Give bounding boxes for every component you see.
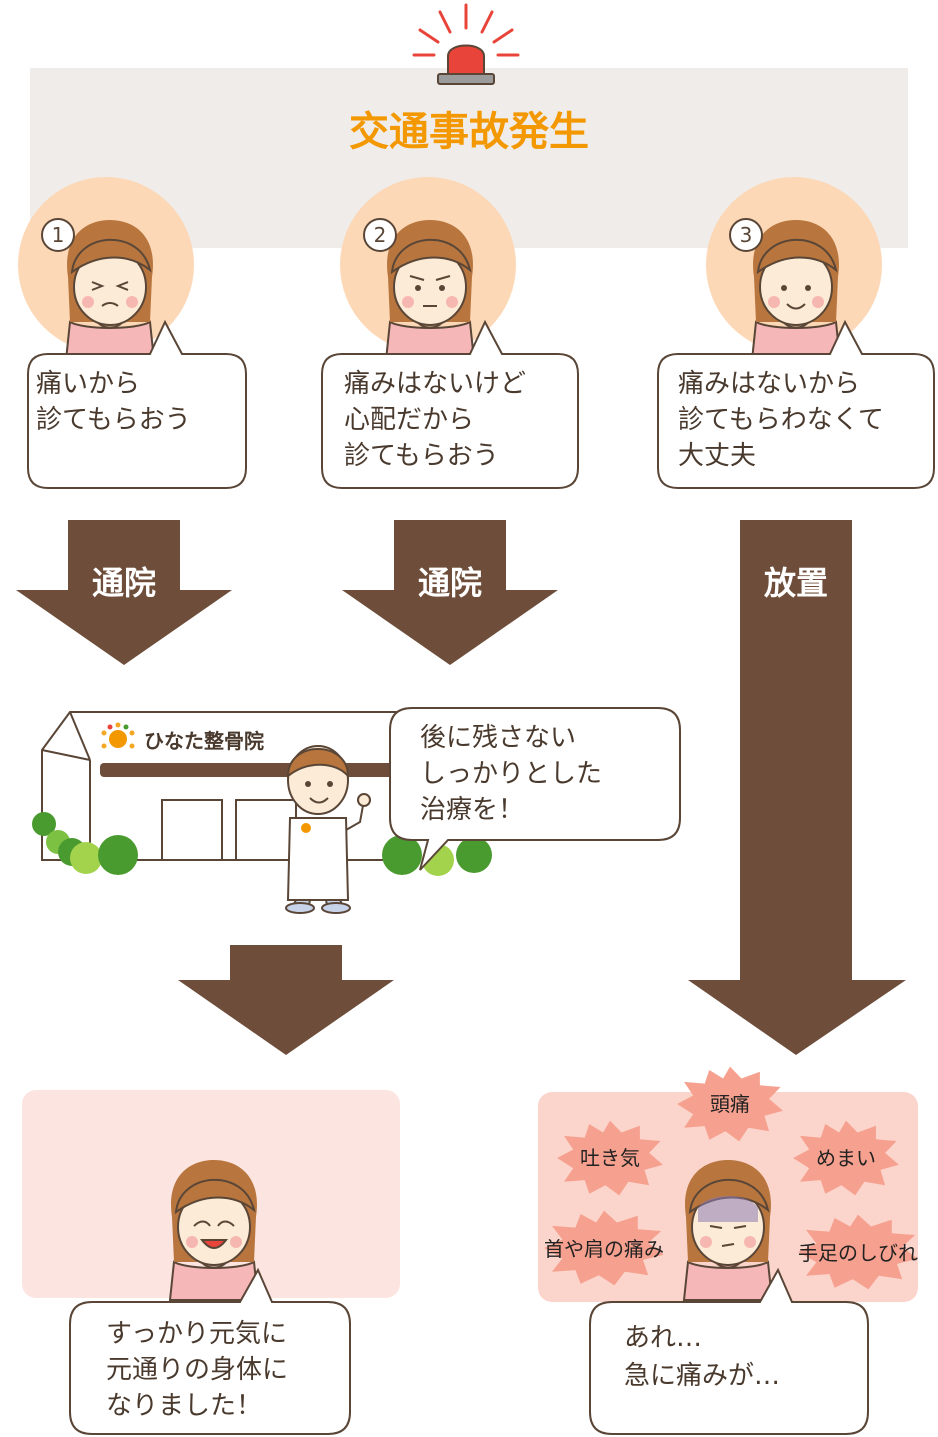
svg-text:痛いから 診てもらおう: 痛いから 診てもらおう [36, 369, 191, 435]
scenario-3-line-2: 診てもらわなくて [678, 405, 884, 435]
arrow-2 [342, 520, 558, 665]
arrow-1 [16, 520, 232, 665]
scenario-3-number: 3 [740, 223, 753, 247]
scenario-2-bubble [321, 319, 579, 489]
symptom-headache: 頭痛 [710, 1092, 750, 1116]
symptom-limb-numbness: 手足のしびれ [798, 1241, 918, 1265]
scenario-2-number: 2 [374, 223, 387, 247]
symptom-nausea: 吐き気 [580, 1146, 640, 1170]
svg-text:痛みはないけど 心配だから 診てもら: 痛みはないけど 心配だから 診てもらおう [344, 369, 534, 471]
doctor-figure [285, 745, 371, 914]
svg-text:すっかり元気に 元通りの身体に なりました！: すっかり元気に 元通りの身体に なりました！ [106, 1319, 296, 1421]
scenario-2-line-3: 診てもらおう [344, 441, 499, 471]
unwell-woman-avatar [683, 1159, 773, 1301]
doctor-line-2: しっかりとした [420, 759, 602, 789]
woman-3-avatar [751, 219, 841, 361]
scenario-1-bubble [27, 319, 247, 489]
siren-icon [412, 3, 520, 85]
scenario-3-bubble [657, 319, 935, 489]
good-line-2: 元通りの身体に [106, 1355, 288, 1385]
scenario-2-line-2: 心配だから [344, 405, 474, 435]
arrow-1-label: 通院 [92, 564, 156, 602]
good-line-1: すっかり元気に [106, 1319, 287, 1349]
scenario-1-number: 1 [52, 223, 65, 247]
bad-outcome-bubble [589, 1267, 869, 1435]
symptom-neck-shoulder-pain: 首や肩の痛み [544, 1237, 664, 1261]
good-line-3: なりました！ [106, 1391, 262, 1421]
sun-logo-icon [101, 722, 135, 749]
scenario-3: 3 痛みはないから 診てもらわなくて 大丈夫 [657, 177, 935, 489]
arrow-3 [688, 520, 906, 1055]
scenario-3-line-3: 大丈夫 [678, 441, 756, 471]
scenario-2-line-1: 痛みはないけど [344, 369, 526, 399]
good-outcome-bubble [69, 1267, 351, 1435]
woman-1-avatar [65, 219, 155, 361]
arrow-2-label: 通院 [418, 564, 482, 602]
bad-line-1: あれ… [624, 1323, 702, 1353]
arrow-4 [178, 945, 394, 1055]
doctor-line-3: 治療を！ [420, 795, 524, 825]
scenario-1: 1 痛いから 診てもらおう [18, 177, 247, 489]
woman-2-avatar [385, 219, 475, 361]
happy-woman-avatar [169, 1159, 259, 1301]
symptom-dizziness: めまい [816, 1146, 876, 1170]
scenario-1-line-1: 痛いから [36, 369, 140, 399]
arrow-3-label: 放置 [764, 564, 828, 602]
bad-line-2: 急に痛みが… [624, 1361, 780, 1391]
page-title: 交通事故発生 [349, 109, 589, 155]
scenario-1-line-2: 診てもらおう [36, 405, 191, 435]
scenario-2: 2 痛みはないけど 心配だから 診てもらおう [321, 177, 579, 489]
scenario-3-line-1: 痛みはないから [678, 369, 860, 399]
doctor-bubble [389, 707, 681, 871]
clinic-sign: ひなた整骨院 [144, 729, 264, 753]
svg-text:あれ… 急に痛みが…: あれ… 急に痛みが… [624, 1323, 780, 1391]
svg-text:後に残さない しっかりとした 治療を！: 後に残さない しっかりとした 治療を！ [420, 723, 610, 825]
svg-text:痛みはないから 診てもらわなくて 大: 痛みはないから 診てもらわなくて 大丈夫 [678, 369, 892, 471]
doctor-line-1: 後に残さない [420, 723, 576, 753]
